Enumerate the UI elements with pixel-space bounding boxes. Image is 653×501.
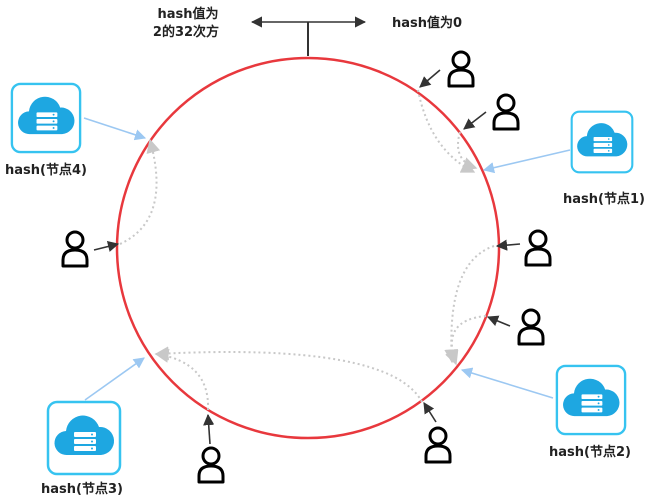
assignment-arc bbox=[445, 315, 487, 366]
cloud-server-icon bbox=[555, 364, 627, 436]
node-label: hash(节点4) bbox=[5, 162, 87, 178]
assignment-arc bbox=[154, 346, 423, 403]
user-arrow bbox=[463, 111, 487, 130]
assignment-arc bbox=[417, 89, 476, 173]
user-icon bbox=[447, 50, 475, 88]
user-arrow bbox=[419, 69, 441, 88]
user-icon bbox=[492, 93, 520, 131]
node-label: hash(节点1) bbox=[563, 191, 645, 207]
user-arrow bbox=[486, 315, 511, 327]
user-arrow bbox=[495, 239, 521, 251]
cloud-server-icon bbox=[10, 82, 82, 154]
user-icon bbox=[61, 230, 89, 268]
cloud-server-icon bbox=[570, 110, 634, 174]
node-link bbox=[482, 149, 571, 174]
node-link bbox=[83, 117, 147, 141]
max-hash-label: hash值为 bbox=[157, 6, 218, 22]
user-icon bbox=[517, 308, 545, 346]
node-link bbox=[84, 357, 145, 401]
server-node-1: hash(节点1) bbox=[563, 110, 645, 207]
max-hash-label-2: 2的32次方 bbox=[153, 24, 219, 40]
user-arrow bbox=[93, 241, 120, 252]
user-icon bbox=[197, 446, 225, 484]
user-icon bbox=[424, 426, 452, 464]
assignment-arc bbox=[119, 138, 161, 245]
node-link bbox=[460, 367, 554, 399]
server-node-3: hash(节点3) bbox=[41, 400, 123, 497]
user-arrow bbox=[203, 413, 215, 445]
assignment-arc bbox=[457, 131, 478, 171]
hash-ring bbox=[115, 56, 501, 440]
node-label: hash(节点2) bbox=[549, 444, 631, 460]
server-node-2: hash(节点2) bbox=[549, 364, 631, 460]
server-node-4: hash(节点4) bbox=[5, 82, 87, 178]
zero-hash-label: hash值为0 bbox=[392, 15, 462, 31]
user-arrow bbox=[423, 402, 437, 423]
node-label: hash(节点3) bbox=[41, 481, 123, 497]
user-icon bbox=[524, 229, 552, 267]
assignment-arc bbox=[154, 348, 210, 411]
cloud-server-icon bbox=[46, 400, 122, 476]
